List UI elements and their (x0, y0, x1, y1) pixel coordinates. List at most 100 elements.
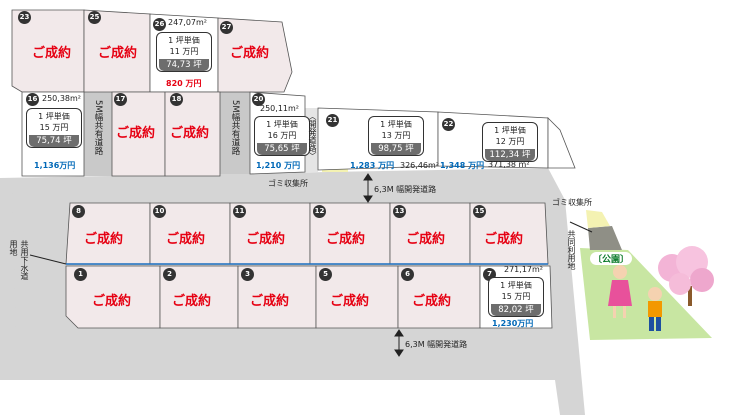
lot-7-info-box: 1 坪単価 15 万円 82,02 坪 (488, 277, 544, 317)
shared-use-land (588, 226, 622, 250)
lot-16-unit-price: 15 万円 (39, 123, 69, 132)
lot-number-18: 18 (170, 93, 183, 106)
lot-number-6: 6 (401, 268, 414, 281)
lot-22-unit-price: 12 万円 (495, 137, 525, 146)
lot-number-13: 13 (393, 205, 406, 218)
lot-27 (217, 17, 293, 93)
shared-road-label-right: 5M幅共有道路 (230, 100, 240, 156)
lot-10-status: ご成約 (166, 232, 206, 247)
lot-20-unit-label: 1 坪単価 (266, 120, 298, 129)
shared-road-label-left: 5M幅共有道路 (93, 100, 103, 156)
lot-17-status: ご成約 (116, 126, 156, 141)
lot-22-info-box: 1 坪単価 12 万円 112,34 坪 (482, 122, 538, 162)
lot-22-unit-label: 1 坪単価 (494, 126, 526, 135)
lot-16-price: 1,136万円 (34, 161, 76, 170)
garbage-point-label-2: ゴミ収集所 (552, 198, 592, 207)
lot-3-status: ご成約 (250, 294, 290, 309)
lot-13-status: ご成約 (406, 232, 446, 247)
lot-2-status: ご成約 (172, 294, 212, 309)
lot-16-area: 250,38m² (42, 94, 81, 103)
shared-road-left (84, 92, 112, 176)
lot-20-info-box: 1 坪単価 16 万円 75,65 坪 (254, 116, 310, 156)
lot-number-3: 3 (241, 268, 254, 281)
lot-16-info-box: 1 坪単価 15 万円 75,74 坪 (26, 108, 82, 148)
lot-number-21: 21 (326, 114, 339, 127)
lot-18-status: ご成約 (170, 126, 210, 141)
lot-26-price: 820 万円 (166, 79, 202, 88)
lot-1 (65, 265, 161, 329)
lot-20-unit-price: 16 万円 (267, 131, 297, 140)
shared-land-leader (569, 221, 593, 233)
lot-7-area: 271,17m² (504, 265, 543, 274)
sewer-land-label: 共用下水道用地 (9, 240, 29, 280)
lot-5-status: ご成約 (330, 294, 370, 309)
lot-26-unit-price: 11 万円 (169, 47, 199, 56)
lot-number-25: 25 (88, 11, 101, 24)
child-boy-icon (648, 287, 662, 331)
lot-27-status: ご成約 (230, 46, 270, 61)
lot-26-tsubo: 74,73 坪 (159, 59, 209, 71)
lot-25-status: ご成約 (98, 46, 138, 61)
lot-number-10: 10 (153, 205, 166, 218)
lot-number-8: 8 (72, 205, 85, 218)
lot-26-info-box: 1 坪単価 11 万円 74,73 坪 (156, 32, 212, 72)
lot-22-area: 371,38 m² (488, 160, 530, 169)
child-girl-icon (608, 265, 632, 318)
lot-12-status: ご成約 (326, 232, 366, 247)
dev-road-small-label: 〈開発道路〉 (308, 112, 317, 160)
lot-21-unit-label: 1 坪単価 (380, 120, 412, 129)
road-mid-arrow-head-bottom (363, 195, 373, 203)
lot-20-price: 1,210 万円 (256, 161, 301, 170)
road-bottom-arrow-head-top (394, 329, 404, 337)
road-bottom-arrow-head-bottom (394, 349, 404, 357)
lot-number-20: 20 (252, 93, 265, 106)
lot-6-status: ご成約 (412, 294, 452, 309)
lot-number-12: 12 (313, 205, 326, 218)
lot-22-tsubo: 112,34 坪 (485, 149, 535, 161)
road-top-left-bend (0, 178, 16, 332)
garbage-point-label-1: ゴミ収集所 (268, 179, 308, 188)
lot-11-status: ご成約 (246, 232, 286, 247)
shared-use-land-label: 共同利用地 (567, 230, 576, 270)
lot-number-26: 26 (153, 18, 166, 31)
lot-number-5: 5 (319, 268, 332, 281)
garbage-spot-right (586, 210, 610, 228)
lot-number-15: 15 (473, 205, 486, 218)
lot-22-price: 1,348 万円 (440, 161, 485, 170)
lot-number-2: 2 (163, 268, 176, 281)
lot-8-status: ご成約 (84, 232, 124, 247)
sewer-leader (29, 254, 67, 265)
lot-16-tsubo: 75,74 坪 (29, 135, 79, 147)
lot-21-tsubo: 98,75 坪 (371, 143, 421, 155)
lot-21-unit-price: 13 万円 (381, 131, 411, 140)
lot-number-1: 1 (74, 268, 87, 281)
lot-26-unit-label: 1 坪単価 (168, 36, 200, 45)
lot-26-area: 247,07m² (168, 18, 207, 27)
road-bottom-label: 6,3M 幅開発道路 (405, 340, 468, 349)
lot-20-area: 250,11m² (260, 104, 299, 113)
lot-23-status: ご成約 (32, 46, 72, 61)
shared-road-right (220, 92, 250, 174)
lot-number-11: 11 (233, 205, 246, 218)
lot-21-price: 1,283 万円 (350, 161, 395, 170)
lot-18 (164, 91, 221, 177)
lot-number-17: 17 (114, 93, 127, 106)
lot-21-info-box: 1 坪単価 13 万円 98,75 坪 (368, 116, 424, 156)
lot-7-price: 1,230万円 (492, 319, 534, 328)
lot-number-27: 27 (220, 21, 233, 34)
lot-7-unit-price: 15 万円 (501, 292, 531, 301)
park-tree-icon (658, 246, 714, 306)
lot-number-23: 23 (18, 11, 31, 24)
park-label: 〔公園〕 (590, 252, 633, 265)
lot-16-unit-label: 1 坪単価 (38, 112, 70, 121)
lot-7-tsubo: 82,02 坪 (491, 304, 541, 316)
road-mid-label: 6,3M 幅開発道路 (374, 185, 437, 194)
lot-20-tsubo: 75,65 坪 (257, 143, 307, 155)
lot-21-area: 326,46m² (400, 161, 439, 170)
lot-number-16: 16 (26, 93, 39, 106)
lot-number-22: 22 (442, 118, 455, 131)
lot-1-status: ご成約 (92, 294, 132, 309)
road-mid-arrow-head-top (363, 173, 373, 181)
lot-7-unit-label: 1 坪単価 (500, 281, 532, 290)
